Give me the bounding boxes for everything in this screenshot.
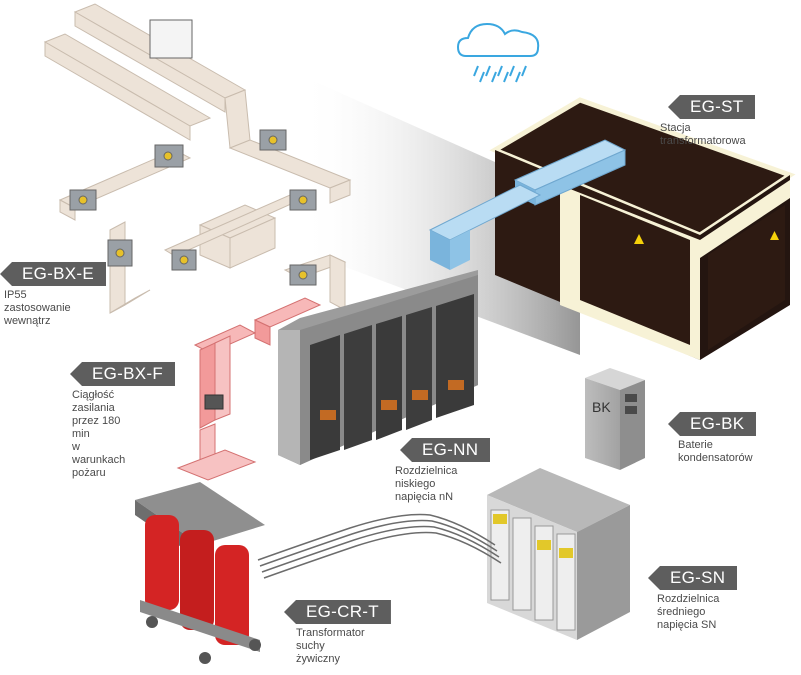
desc-eg-bx-f: Ciągłość zasilania przez 180 min w warun… <box>72 389 126 479</box>
building-wall <box>300 75 580 355</box>
tag-eg-st: EG-ST <box>668 95 756 119</box>
low-voltage-switchboard <box>278 270 478 465</box>
capacitor-cabinet: BK <box>585 368 645 470</box>
desc-eg-nn: Rozdzielnica niskiego napięcia nN <box>395 465 458 503</box>
desc-eg-cr-t: Transformator suchy żywiczny <box>296 627 365 665</box>
desc-eg-bx-e: IP55 zastosowanie wewnątrz <box>4 289 71 327</box>
desc-eg-st: Stacja transformatorowa <box>660 122 746 147</box>
blue-busway-duct <box>428 139 627 270</box>
red-fire-rated-busway <box>176 297 322 481</box>
dry-transformer <box>135 482 265 664</box>
tag-eg-bx-e: EG-BX-E <box>0 262 107 286</box>
desc-eg-bk: Baterie kondensatorów <box>678 439 753 464</box>
connection-cables <box>257 513 502 579</box>
transformer-station <box>489 97 796 360</box>
tag-eg-sn: EG-SN <box>648 566 738 590</box>
tag-eg-nn: EG-NN <box>400 438 491 462</box>
tag-eg-bk: EG-BK <box>668 412 757 436</box>
rain-cloud-icon <box>456 22 540 83</box>
medium-voltage-switchgear <box>487 468 630 640</box>
desc-eg-sn: Rozdzielnica średniego napięcia SN <box>657 593 720 631</box>
busway-joint-boxes <box>69 19 317 286</box>
cabinet-mark: BK <box>592 399 611 415</box>
tag-eg-cr-t: EG-CR-T <box>284 600 391 624</box>
tag-eg-bx-f: EG-BX-F <box>70 362 176 386</box>
